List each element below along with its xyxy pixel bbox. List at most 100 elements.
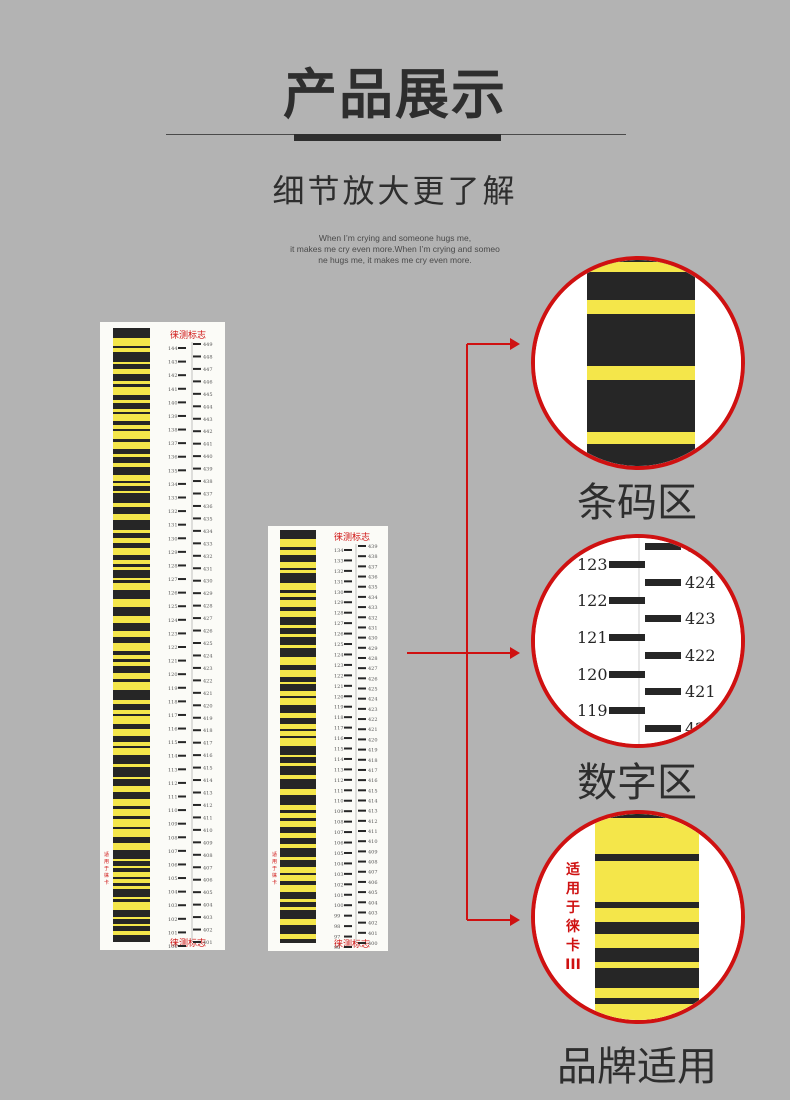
scale-number: 421 <box>368 727 378 733</box>
scale-number: 430 <box>203 579 213 585</box>
scale-tick <box>193 828 201 831</box>
scale-tick <box>358 626 366 629</box>
scale-number-left: 113 <box>168 767 178 773</box>
staff-side-label: 卡 <box>272 879 277 886</box>
barcode-bar <box>113 690 150 700</box>
scale-number: 414 <box>368 798 378 804</box>
scale-tick-left <box>178 809 186 812</box>
scale-number: 445 <box>203 392 213 398</box>
scale-number-left: 130 <box>168 536 178 542</box>
scale-number: 434 <box>368 595 378 601</box>
barcode-bar <box>113 346 150 348</box>
scale-number: 407 <box>368 870 378 876</box>
barcode-bar <box>280 665 316 670</box>
scale-tick <box>358 575 366 578</box>
scale-number-left: 126 <box>334 632 344 638</box>
scale-tick-left <box>344 695 352 698</box>
zoom-number-left: 123 <box>577 555 608 574</box>
scale-number: 403 <box>203 915 213 921</box>
scale-tick-left <box>344 893 352 896</box>
barcode-bar <box>113 792 150 799</box>
scale-tick <box>358 728 366 731</box>
barcode-bar <box>280 590 316 593</box>
barcode-bar <box>113 850 150 859</box>
zoom-tick-left <box>609 561 645 568</box>
staff-side-label: 适 <box>104 851 109 858</box>
staff-top-label: 徕测标志 <box>334 531 370 543</box>
scale-tick-left <box>178 741 186 744</box>
scale-number-left: 107 <box>168 849 178 855</box>
scale-tick-left <box>344 862 352 865</box>
scale-number-left: 99 <box>334 914 340 920</box>
scale-number-left: 136 <box>168 455 178 461</box>
barcode-bar <box>113 374 150 381</box>
barcode-bar <box>113 651 150 655</box>
scale-tick <box>193 392 201 395</box>
barcode-bar <box>113 910 150 917</box>
brand-vertical-char: 卡 <box>566 937 580 954</box>
barcode-bar <box>280 902 316 907</box>
scale-tick-left <box>344 757 352 760</box>
scale-number-left: 116 <box>168 727 178 733</box>
scale-tick-left <box>178 781 186 784</box>
scale-tick <box>358 616 366 619</box>
scale-tick <box>193 604 201 607</box>
scale-tick <box>193 554 201 557</box>
scale-tick <box>193 666 201 669</box>
barcode-bar <box>280 827 316 833</box>
scale-number: 423 <box>203 666 213 672</box>
scale-number-left: 134 <box>334 548 344 554</box>
scale-tick <box>358 758 366 761</box>
scale-tick-left <box>344 632 352 635</box>
scale-tick <box>358 687 366 690</box>
staff-top-label: 徕测标志 <box>170 329 206 341</box>
barcode-bar <box>113 481 150 483</box>
scale-number-left: 127 <box>168 577 178 583</box>
scale-tick <box>193 754 201 757</box>
scale-tick <box>193 816 201 819</box>
barcode-bar <box>280 637 316 645</box>
scale-number-left: 112 <box>168 781 178 787</box>
scale-number-left: 106 <box>334 841 344 847</box>
staff-side-label: 用 <box>272 859 277 865</box>
barcode-bar <box>113 816 150 819</box>
scale-number-left: 111 <box>334 788 344 794</box>
scale-number: 432 <box>368 615 378 621</box>
zoom-number-left: 119 <box>577 701 608 720</box>
scale-number: 441 <box>203 442 213 448</box>
scale-number-left: 102 <box>334 882 344 888</box>
scale-number: 426 <box>203 629 213 635</box>
barcode-bar <box>280 718 316 724</box>
barcode-bar <box>113 493 150 503</box>
scale-number-left: 116 <box>334 736 344 742</box>
scale-tick-left <box>344 925 352 928</box>
scale-number: 435 <box>203 516 213 522</box>
barcode-bar <box>280 555 316 562</box>
scale-number-left: 96 <box>334 945 340 951</box>
scale-number-left: 128 <box>168 563 178 569</box>
barcode-bar <box>280 838 316 844</box>
scale-tick-left <box>344 569 352 572</box>
barcode-bar <box>113 837 150 843</box>
scale-number-left: 131 <box>168 523 178 529</box>
scale-tick <box>193 716 201 719</box>
scale-tick-left <box>344 841 352 844</box>
scale-number-left: 114 <box>168 754 178 760</box>
scale-number-left: 121 <box>168 659 178 665</box>
scale-number: 416 <box>203 753 213 759</box>
barcode-bar <box>280 848 316 857</box>
caption-barcode: 条码区 <box>577 480 697 526</box>
scale-tick <box>358 789 366 792</box>
scale-number-left: 107 <box>334 830 344 836</box>
scale-tick <box>358 565 366 568</box>
scale-tick <box>193 355 201 358</box>
barcode-bar <box>113 889 150 897</box>
zoom-number-right: 421 <box>685 682 716 701</box>
scale-number: 424 <box>368 697 378 703</box>
scale-tick <box>193 866 201 869</box>
barcode-bar <box>113 328 150 338</box>
scale-number: 421 <box>203 691 213 697</box>
barcode-bar <box>113 919 150 924</box>
scale-number-left: 103 <box>334 872 344 878</box>
scale-number: 402 <box>203 928 213 934</box>
